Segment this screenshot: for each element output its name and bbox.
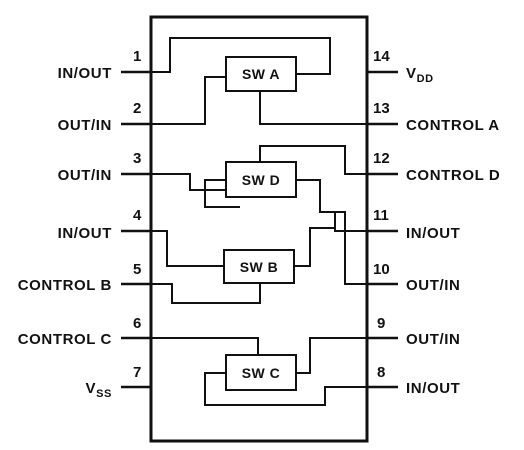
pin-7-label-sub: SS bbox=[96, 388, 112, 400]
pin-4-number: 4 bbox=[133, 207, 142, 224]
pin-9-label: OUT/IN bbox=[406, 331, 460, 348]
switch-b-label: SW B bbox=[240, 259, 279, 275]
right-pin-leads bbox=[367, 70, 398, 389]
pin-10-label: OUT/IN bbox=[406, 277, 460, 294]
switch-c-label: SW C bbox=[242, 365, 281, 381]
switch-b-box bbox=[223, 249, 295, 284]
pin-8-label: IN/OUT bbox=[406, 380, 460, 397]
pin-7-label: VSS bbox=[86, 380, 112, 400]
switch-c-box bbox=[225, 354, 297, 391]
pin-14-label: VDD bbox=[406, 65, 434, 85]
pin-8-number: 8 bbox=[377, 364, 385, 381]
switch-b: SW B bbox=[223, 249, 295, 284]
switch-a-label: SW A bbox=[242, 66, 280, 82]
right-pin-labels: VDD CONTROL A CONTROL D IN/OUT OUT/IN OU… bbox=[406, 65, 500, 397]
left-pin-leads bbox=[121, 70, 151, 389]
switch-d-box bbox=[225, 161, 297, 198]
switch-d-label: SW D bbox=[242, 172, 281, 188]
pin-5-number: 5 bbox=[133, 261, 141, 278]
left-pin-numbers: 1 2 3 4 5 6 7 bbox=[133, 48, 142, 381]
pin-5-label: CONTROL B bbox=[18, 277, 112, 294]
pin-7-number: 7 bbox=[133, 364, 141, 381]
pin-1-number: 1 bbox=[133, 48, 141, 65]
pin-12-label: CONTROL D bbox=[406, 167, 500, 184]
pin-14-label-sub: DD bbox=[417, 73, 434, 85]
pin-9-number: 9 bbox=[377, 315, 385, 332]
pin-11-number: 11 bbox=[373, 207, 389, 224]
pin-10-number: 10 bbox=[373, 261, 390, 278]
pin-2-number: 2 bbox=[133, 100, 141, 117]
right-pin-numbers: 14 13 12 11 10 9 8 bbox=[373, 48, 390, 381]
pin-14-label-main: V bbox=[406, 65, 417, 82]
switch-a: SW A bbox=[225, 56, 297, 92]
pin-12-number: 12 bbox=[373, 150, 390, 167]
pin-3-number: 3 bbox=[133, 150, 141, 167]
switch-c: SW C bbox=[225, 354, 297, 391]
pin-7-label-main: V bbox=[86, 380, 97, 397]
pin-13-label: CONTROL A bbox=[406, 117, 500, 134]
pin-6-number: 6 bbox=[133, 315, 141, 332]
pin-1-label: IN/OUT bbox=[58, 65, 112, 82]
pin-11-label: IN/OUT bbox=[406, 225, 460, 242]
pin-6-label: CONTROL C bbox=[18, 331, 112, 348]
pin-3-label: OUT/IN bbox=[58, 167, 112, 184]
left-pin-labels: IN/OUT OUT/IN OUT/IN IN/OUT CONTROL B CO… bbox=[18, 65, 112, 400]
switch-a-box bbox=[225, 56, 297, 92]
pin-4-label: IN/OUT bbox=[58, 225, 112, 242]
pin-2-label: OUT/IN bbox=[58, 117, 112, 134]
pin-14-number: 14 bbox=[373, 48, 390, 65]
switch-d: SW D bbox=[225, 161, 297, 198]
pin-13-number: 13 bbox=[373, 100, 390, 117]
